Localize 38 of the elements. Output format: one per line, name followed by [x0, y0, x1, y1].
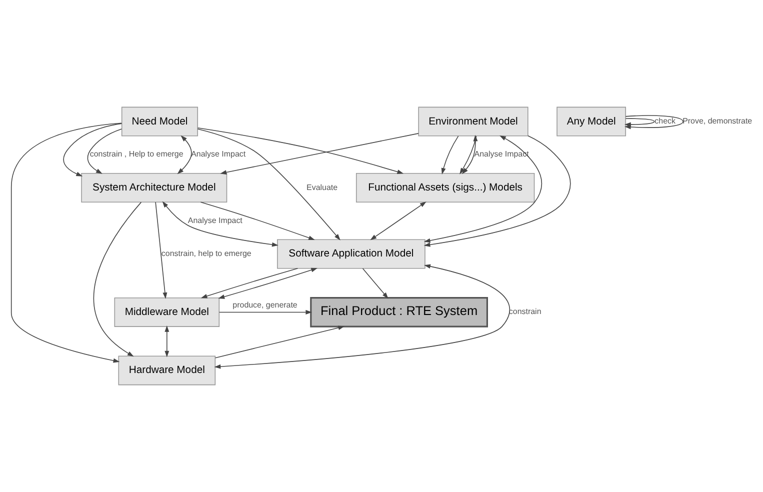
node-box: Any Model	[556, 106, 626, 136]
arrow	[370, 202, 426, 240]
arrow	[200, 268, 298, 298]
edge-label: Evaluate	[306, 182, 338, 192]
edge-label: Prove, demonstrate	[682, 116, 752, 126]
arrow	[220, 133, 419, 175]
arrow	[218, 268, 318, 299]
arrow	[200, 202, 315, 240]
node-box: Middleware Model	[114, 297, 220, 327]
node-box: System Architecture Model	[81, 173, 228, 203]
arrow	[177, 135, 192, 174]
arrow	[441, 136, 459, 174]
node-box: Need Model	[121, 106, 198, 136]
arrow	[10, 122, 122, 363]
arrow	[218, 310, 312, 314]
node-box: Functional Assets (sigs...) Models	[356, 173, 535, 203]
arrow	[424, 135, 571, 247]
arrow	[94, 202, 142, 357]
arrow	[362, 268, 388, 299]
arrow	[214, 264, 510, 369]
arrow	[155, 202, 168, 299]
node-box: Environment Model	[418, 106, 528, 136]
edge-label: produce, generate	[232, 300, 298, 310]
node-box: Hardware Model	[118, 356, 216, 386]
node-box: Final Product : RTE System	[310, 297, 488, 328]
edge-label: constrain, help to emerge	[161, 248, 252, 258]
arrow	[197, 127, 404, 174]
edge-label: constrain , Help to emerge	[90, 150, 184, 159]
arrow	[424, 135, 542, 243]
edge-label: Analyse Impact	[188, 216, 242, 225]
arrow	[162, 201, 278, 247]
arrow	[214, 326, 345, 358]
node-box: Software Application Model	[277, 239, 426, 269]
arrow	[197, 128, 340, 240]
edge-label: check	[654, 116, 676, 126]
arrow	[164, 326, 170, 358]
arrow	[63, 123, 122, 176]
arrow	[87, 128, 122, 174]
